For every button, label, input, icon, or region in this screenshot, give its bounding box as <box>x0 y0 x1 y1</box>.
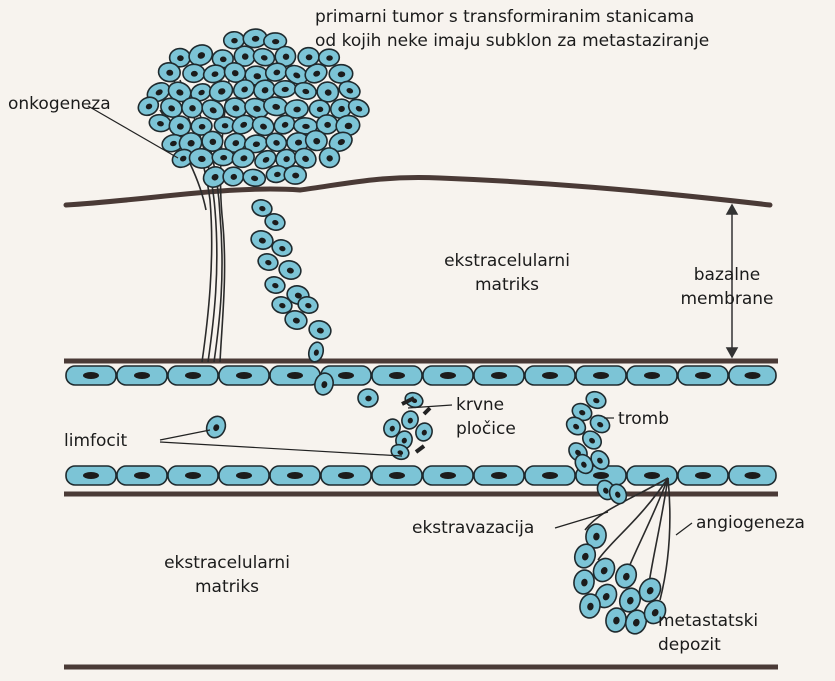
title-line-1: primarni tumor s transformiranim stanica… <box>315 6 694 28</box>
nucleus <box>365 396 371 402</box>
lymphocyte-cell <box>203 413 229 441</box>
platelet-cluster <box>381 390 434 461</box>
endothelial-cell <box>678 466 728 485</box>
endothelial-cell <box>372 466 422 485</box>
label-limfocit: limfocit <box>64 430 127 452</box>
endothelial-cell <box>117 466 167 485</box>
intravasating-cell <box>358 389 378 407</box>
nucleus <box>272 39 279 44</box>
endothelial-cell <box>525 366 575 385</box>
endothelium-upper <box>66 366 776 385</box>
endothelial-cell <box>168 366 218 385</box>
endothelial-cell <box>423 366 473 385</box>
thrombus <box>563 389 629 506</box>
nucleus <box>324 122 331 128</box>
endothelium-lower <box>66 466 776 485</box>
title-line-2: od kojih neke imaju subklon za metastazi… <box>315 30 709 52</box>
tumor-cell <box>212 149 234 166</box>
primary-tumor <box>135 28 372 191</box>
endothelial-cell <box>678 366 728 385</box>
label-depozit: depozit <box>658 634 721 656</box>
endothelial-cell <box>423 466 473 485</box>
tumor-cell <box>273 80 297 99</box>
endothelial-cell <box>372 366 422 385</box>
endothelial-cell <box>525 466 575 485</box>
label-metastatski: metastatski <box>658 610 758 632</box>
endothelial-cell <box>270 466 320 485</box>
endothelial-cell <box>66 466 116 485</box>
endothelial-cell <box>474 466 524 485</box>
label-membrane: membrane <box>668 288 786 310</box>
endothelial-cell <box>627 366 677 385</box>
tumor-cell <box>182 64 205 83</box>
label-ecm-lower-2: matriks <box>152 576 302 598</box>
label-ecm-upper-1: ekstracelularni <box>432 250 582 272</box>
endothelial-cell <box>729 466 776 485</box>
upper-basement-membrane <box>66 177 770 205</box>
invading-cell <box>307 318 333 341</box>
endothelial-cell <box>729 366 776 385</box>
label-angiogeneza: angiogeneza <box>696 512 805 534</box>
invading-cell <box>249 228 275 251</box>
tumor-cell <box>329 64 353 83</box>
label-bazalne: bazalne <box>668 264 786 286</box>
label-onkogeneza: onkogeneza <box>8 93 111 115</box>
endothelial-cell <box>219 466 269 485</box>
label-plocice: pločice <box>456 418 516 440</box>
label-ecm-lower-1: ekstracelularni <box>152 552 302 574</box>
metastatic-cell <box>612 561 639 590</box>
label-tromb: tromb <box>618 408 669 430</box>
endothelial-cell <box>576 366 626 385</box>
metastatic-cell <box>572 568 596 595</box>
endothelial-cell <box>219 366 269 385</box>
tumor-cell <box>284 166 307 185</box>
label-ecm-upper-2: matriks <box>432 274 582 296</box>
metastatic-deposit <box>571 522 669 636</box>
invading-cell <box>263 275 286 296</box>
endothelial-cell <box>321 466 371 485</box>
endothelial-cell <box>270 366 320 385</box>
lymphocyte <box>203 413 229 441</box>
label-ekstravazacija: ekstravazacija <box>412 517 534 539</box>
label-krvne: krvne <box>456 394 504 416</box>
endothelial-cell <box>474 366 524 385</box>
tumor-cell <box>222 166 245 187</box>
endothelial-cell <box>168 466 218 485</box>
tumor-cell <box>242 168 267 189</box>
endothelial-cell <box>117 366 167 385</box>
endothelial-cell <box>627 466 677 485</box>
endothelial-cell <box>66 366 116 385</box>
